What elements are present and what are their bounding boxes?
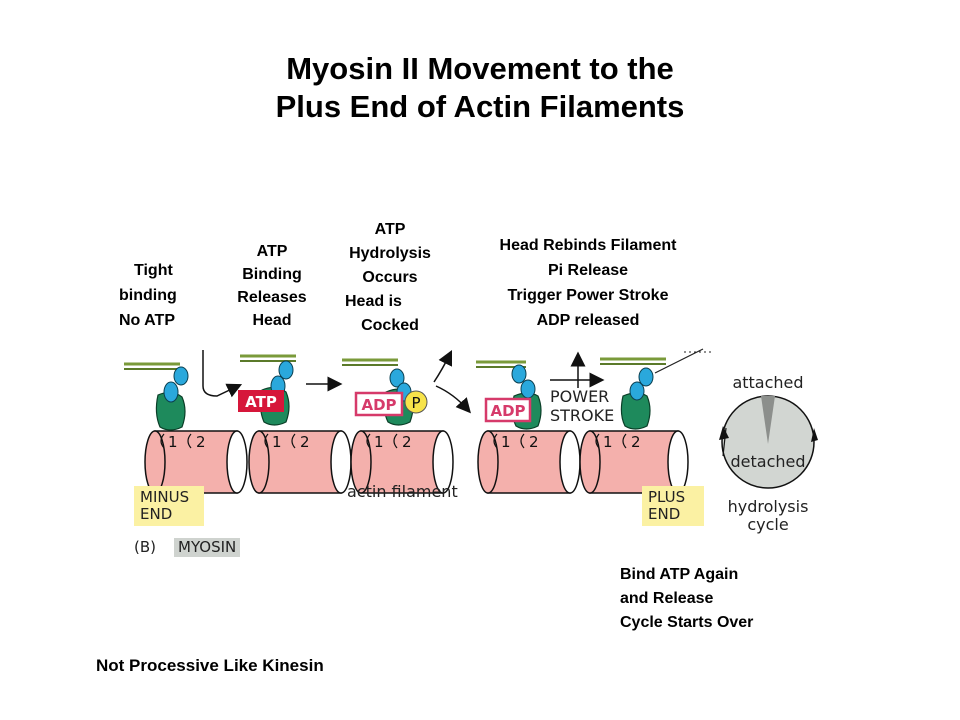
myosin-legend: MYOSIN [174,538,241,557]
subunit-2-label: 2 [631,433,641,451]
step-label-atp-binding: ATP Binding Releases Head [222,240,322,332]
actin-filament-label: actin filament [347,482,458,501]
hydrolysis-line-4: Head is [345,293,402,310]
actin-filament-1 [144,430,248,494]
cycle-caption-line-1: hydrolysis [728,497,809,516]
atp-binding-line-4: Head [252,312,292,329]
plus-end-box: PLUS END [642,486,704,526]
subunit-2-label: 2 [300,433,310,451]
power-stroke-line-2: STROKE [550,406,614,425]
actin-filament-2 [248,430,352,494]
bind-again-line-3: Cycle Starts Over [620,614,754,631]
step-arrows [202,349,605,414]
hydrolysis-line-5: Cocked [361,317,419,334]
step-label-tight-binding: Tight binding No ATP [108,258,204,333]
note-not-processive: Not Processive Like Kinesin [96,656,324,675]
myosin-head-5 [600,348,712,430]
rebinds-line-2: Pi Release [547,262,629,279]
minus-end-box: MINUS END [134,486,204,526]
title-line-2: Plus End of Actin Filaments [275,89,685,124]
atp-binding-line-1: ATP [256,243,288,260]
plus-end-line-1: PLUS [648,488,686,506]
power-stroke-label: POWER STROKE [550,387,614,425]
subunit-2-label: 2 [529,433,539,451]
svg-text:ADP: ADP [361,396,396,414]
atp-binding-line-3: Releases [237,289,307,306]
rebinds-line-1: Head Rebinds Filament [499,237,677,254]
adp-tag-1: ADP [354,391,404,417]
actin-filament-3 [350,430,454,494]
plus-end-line-2: END [648,505,681,523]
actin-subunit-marks [160,433,627,449]
phosphate-tag: P [404,390,428,414]
title-line-1: Myosin II Movement to the [286,51,674,86]
atp-binding-line-2: Binding [242,266,302,283]
myosin-head-1 [124,362,189,431]
adp-tag-2: ADP [484,397,532,423]
subunit-1-label: 1 [603,433,613,451]
step-label-rebinds: Head Rebinds Filament Pi Release Trigger… [448,233,728,333]
subunit-2-label: 2 [402,433,412,451]
cycle-attached-wedge [761,396,775,444]
page-title: Myosin II Movement to the Plus End of Ac… [0,50,960,126]
bind-again-line-2: and Release [620,590,714,607]
cycle-arrow-right-icon [811,428,818,442]
minus-end-line-1: MINUS [140,488,190,506]
hydrolysis-cycle: attached detached hydrolysis cycle [719,373,818,534]
svg-text:ADP: ADP [490,402,525,420]
hydrolysis-line-3: Occurs [362,269,418,286]
subunit-2-label: 2 [196,433,206,451]
minus-end-line-2: END [140,505,173,523]
hydrolysis-line-2: Hydrolysis [349,245,431,262]
cycle-caption-line-2: cycle [747,515,788,534]
tight-line-1: Tight [134,262,173,279]
subunit-1-label: 1 [168,433,178,451]
atp-tag: ATP [238,390,284,412]
subunit-1-label: 1 [374,433,384,451]
cycle-arrow-left-icon [719,426,729,440]
actin-filament-4 [477,430,581,494]
cycle-attached-label: attached [732,373,803,392]
subunit-1-label: 1 [272,433,282,451]
rebinds-line-3: Trigger Power Stroke [507,287,669,304]
rebinds-line-4: ADP released [536,312,640,329]
bind-again-line-1: Bind ATP Again [620,566,739,583]
cycle-detached-label: detached [730,452,805,471]
panel-letter: (B) [134,538,156,556]
subunit-1-label: 1 [501,433,511,451]
svg-text:P: P [411,394,420,412]
tight-line-2: binding [119,287,177,304]
hydrolysis-line-1: ATP [374,221,406,238]
power-stroke-line-1: POWER [550,387,609,406]
step-label-hydrolysis: ATP Hydrolysis Occurs Head is Cocked [330,218,450,338]
tight-line-3: No ATP [119,312,175,329]
note-bind-again: Bind ATP Again and Release Cycle Starts … [620,563,820,635]
svg-text:ATP: ATP [245,393,277,411]
